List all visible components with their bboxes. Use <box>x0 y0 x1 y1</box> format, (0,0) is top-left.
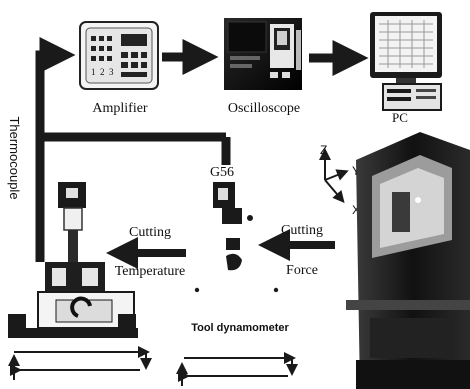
thermocouple-line <box>40 55 62 262</box>
amplifier-device: 1 2 3 <box>80 22 158 89</box>
keypad-key-3: 3 <box>109 67 114 77</box>
machining-center <box>346 132 470 389</box>
tool-dynamometer-assembly <box>195 182 278 292</box>
thermocouple-label: Thermocouple <box>7 116 22 199</box>
oscilloscope-device <box>224 18 302 90</box>
xyz-axes <box>325 152 345 200</box>
tool-dynamometer-label: Tool dynamometer <box>191 322 289 334</box>
cutting-temperature-label-line2: Temperature <box>115 264 186 279</box>
left-dimension-arrows <box>14 352 146 380</box>
cutting-force-label-line2: Force <box>286 263 318 278</box>
pc-label: PC <box>392 110 408 125</box>
axis-z-label: Z <box>320 143 327 157</box>
cutting-force-label-line1: Cutting <box>281 223 323 238</box>
workpiece-thermocouple-assembly <box>8 182 138 338</box>
g56-label: G56 <box>210 165 234 180</box>
keypad-key-2: 2 <box>100 67 105 77</box>
keypad-key-1: 1 <box>91 67 96 77</box>
cutting-temperature-label-line1: Cutting <box>129 225 171 240</box>
oscilloscope-label: Oscilloscope <box>228 101 300 116</box>
right-dimension-arrows <box>182 358 292 386</box>
pc-device <box>370 12 442 110</box>
amplifier-label: Amplifier <box>92 101 148 116</box>
